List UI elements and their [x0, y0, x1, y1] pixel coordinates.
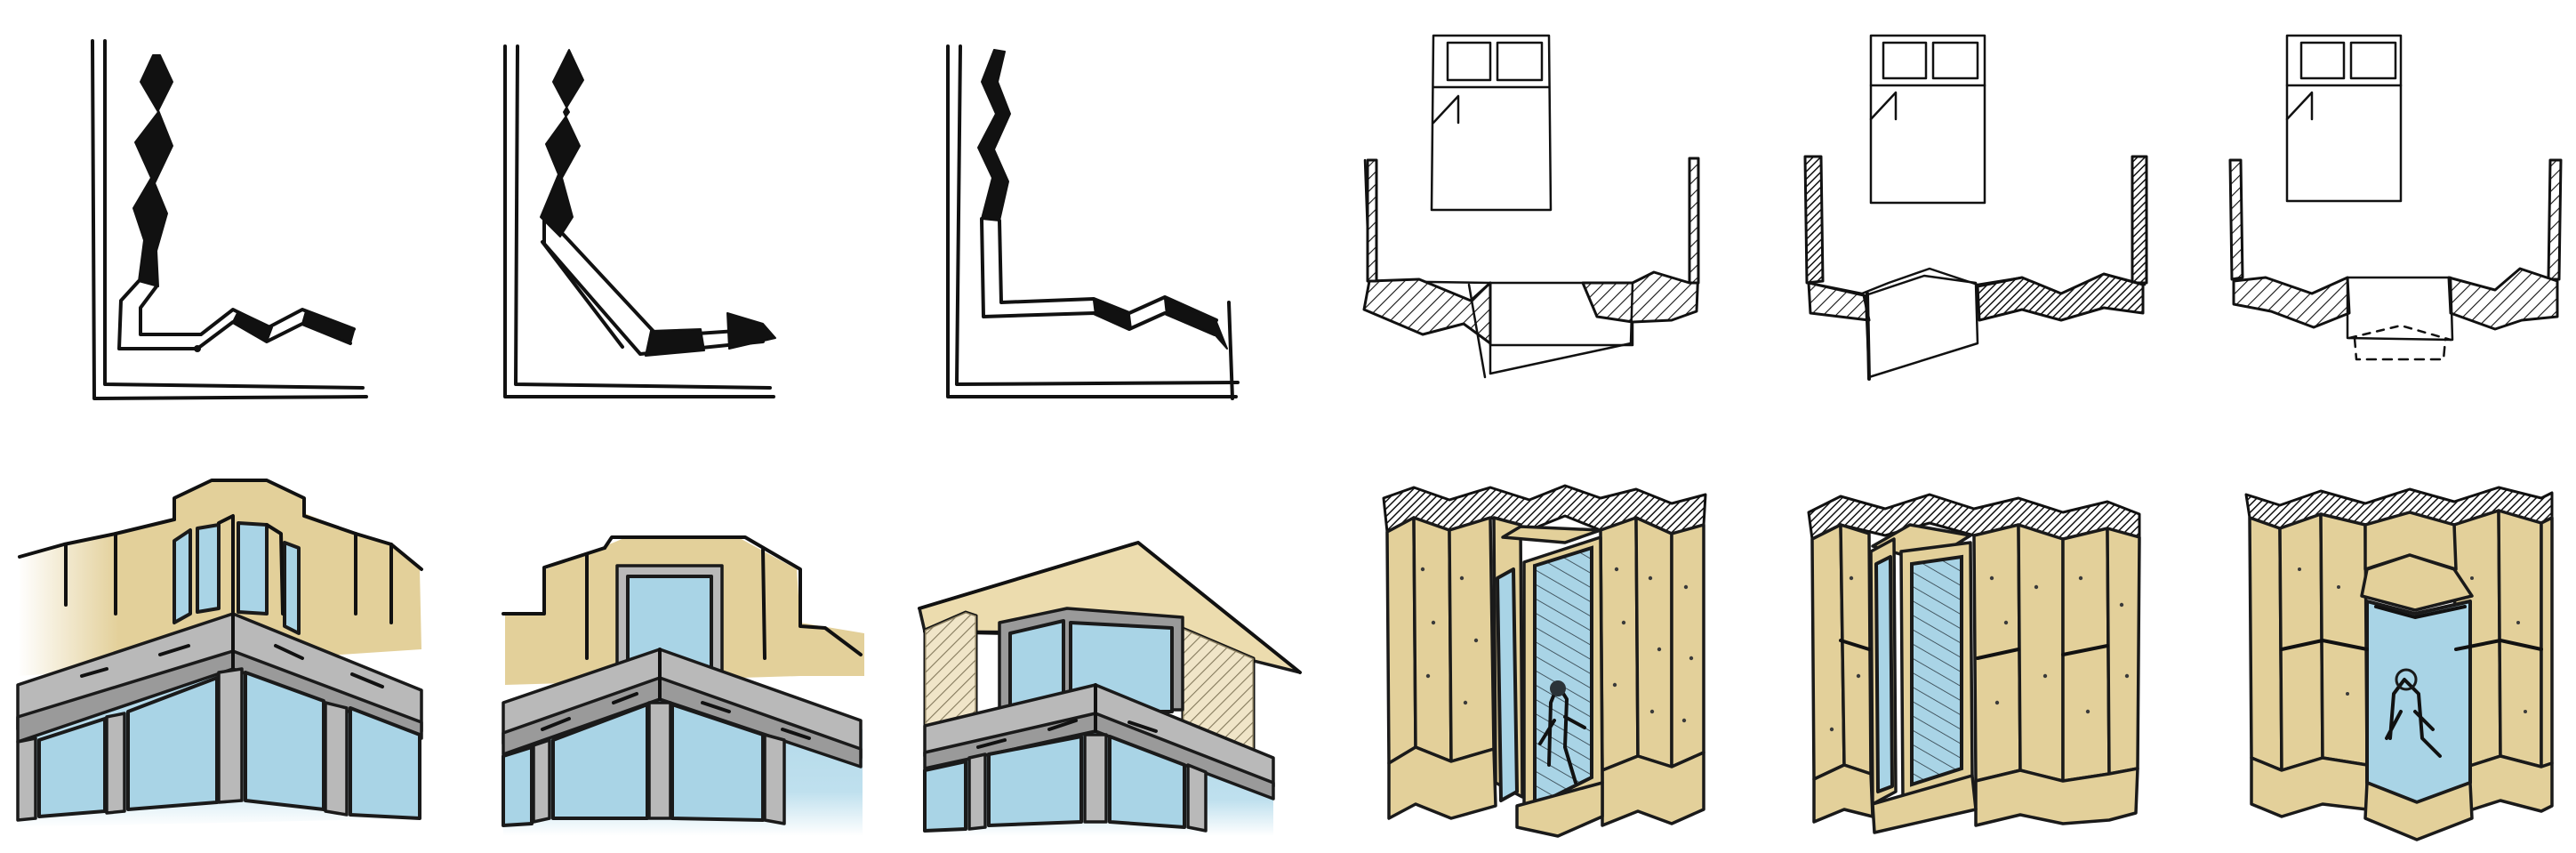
perspective-sketch-2	[502, 535, 864, 836]
plan-sketch-6	[2228, 34, 2563, 361]
plan-sketch-4	[1362, 34, 1700, 379]
plan-sketch-5	[1803, 34, 2148, 381]
plan-sketch-1	[91, 39, 368, 400]
plan-sketch-3	[946, 44, 1240, 400]
perspective-sketch-3	[918, 541, 1302, 836]
perspective-sketch-6	[2244, 486, 2554, 841]
plan-sketch-2	[503, 44, 776, 398]
perspective-sketch-1	[16, 479, 423, 827]
perspective-sketch-4	[1382, 484, 1707, 838]
perspective-sketch-5	[1807, 493, 2141, 834]
